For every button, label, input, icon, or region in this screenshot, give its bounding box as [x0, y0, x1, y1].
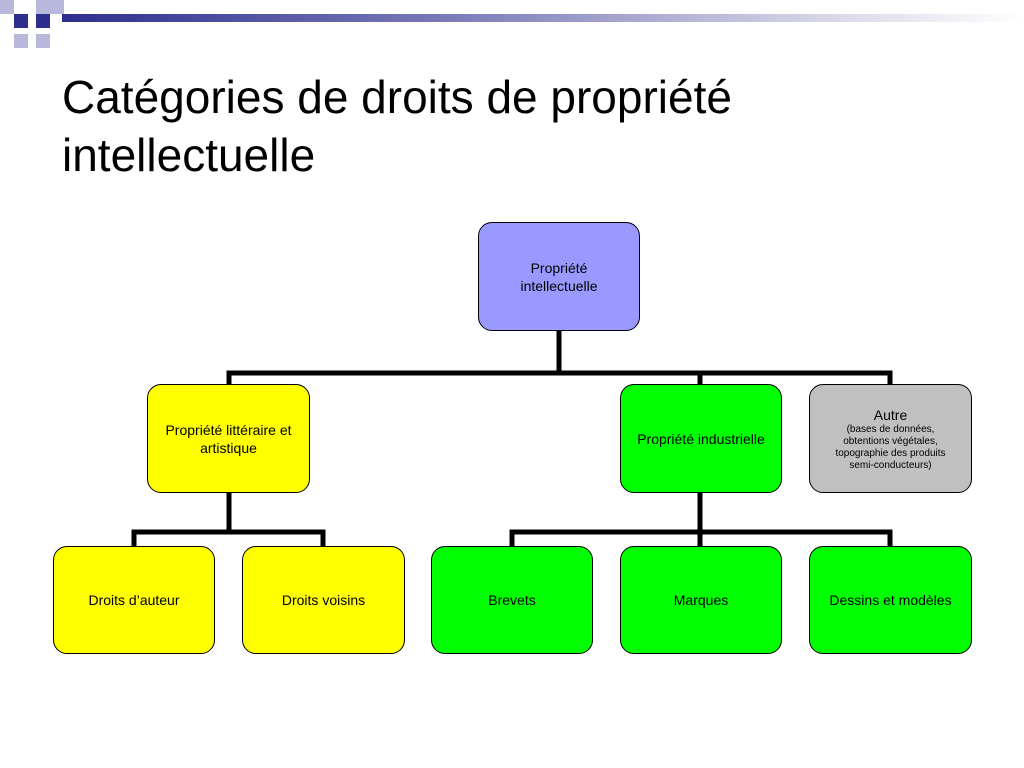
- node-label: Propriété industrielle: [637, 430, 765, 447]
- node-label: Propriété intellectuelle: [520, 259, 598, 294]
- node-propriete-litteraire: Propriété littéraire et artistique: [147, 384, 310, 493]
- node-label: Marques: [673, 592, 729, 608]
- header-gradient-bar: [62, 14, 1024, 22]
- node-label: Brevets: [488, 592, 536, 608]
- node-droits-voisins: Droits voisins: [242, 546, 405, 654]
- corner-decoration: [0, 0, 64, 48]
- node-label: Dessins et modèles: [829, 592, 952, 608]
- node-propriete-industrielle: Propriété industrielle: [620, 384, 782, 493]
- node-label: Droits d’auteur: [88, 592, 180, 608]
- node-droits-auteur: Droits d’auteur: [53, 546, 215, 654]
- node-label: Droits voisins: [281, 592, 366, 608]
- node-detail: (bases de données, obtentions végétales,…: [835, 423, 946, 471]
- node-label: Autre: [873, 406, 908, 423]
- node-brevets: Brevets: [431, 546, 593, 654]
- node-label: Propriété littéraire et artistique: [165, 421, 292, 456]
- node-propriete-intellectuelle: Propriété intellectuelle: [478, 222, 640, 331]
- node-marques: Marques: [620, 546, 782, 654]
- node-dessins-modeles: Dessins et modèles: [809, 546, 972, 654]
- slide-title: Catégories de droits de propriété intell…: [62, 71, 732, 181]
- node-autre: Autre (bases de données, obtentions végé…: [809, 384, 972, 493]
